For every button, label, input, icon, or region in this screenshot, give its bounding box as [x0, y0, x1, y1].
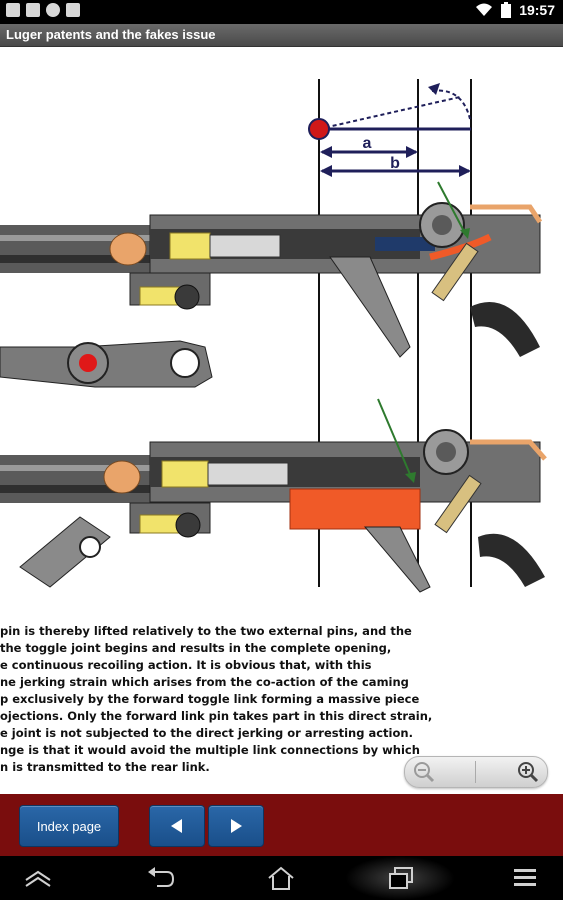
- text-line: n is transmitted to the rear link.: [0, 760, 210, 774]
- edit-icon: [26, 3, 40, 17]
- battery-icon: [501, 2, 512, 18]
- system-navigation-bar: [0, 856, 563, 900]
- app-title-bar: Luger patents and the fakes issue: [0, 24, 563, 47]
- label-a: a: [363, 135, 372, 152]
- notification-icons: [6, 3, 80, 17]
- toggle-link-piece: [0, 340, 213, 388]
- zoom-divider: [475, 761, 476, 783]
- lower-pistol: [0, 429, 547, 593]
- menu-icon: [514, 869, 536, 886]
- document-page[interactable]: a b: [0, 47, 563, 793]
- next-page-button[interactable]: [208, 805, 264, 847]
- zoom-in-icon: [518, 762, 539, 783]
- index-page-button[interactable]: Index page: [19, 805, 119, 847]
- menu-button[interactable]: [505, 864, 545, 892]
- recent-apps-icon: [389, 867, 413, 889]
- green-arrow-upper: [437, 181, 467, 236]
- mechanism-diagram: a b: [0, 79, 547, 593]
- zoom-in-button[interactable]: [513, 760, 543, 784]
- text-line: ne jerking strain which arises from the …: [0, 675, 409, 689]
- upper-pistol: [0, 202, 543, 358]
- text-line: p exclusively by the forward toggle link…: [0, 692, 420, 706]
- previous-page-button[interactable]: [149, 805, 205, 847]
- zoom-out-button[interactable]: [409, 760, 439, 784]
- zoom-out-icon: [414, 762, 435, 783]
- page-navigation-bar: Index page: [0, 794, 563, 856]
- wifi-icon: [476, 3, 493, 16]
- home-up-icon: [25, 870, 51, 887]
- text-line: nge is that it would avoid the multiple …: [0, 743, 420, 757]
- zoom-control: [404, 756, 548, 788]
- cat-icon: [46, 3, 60, 17]
- label-b: b: [390, 155, 400, 172]
- green-arrow-lower: [377, 398, 413, 480]
- home-button[interactable]: [261, 864, 301, 892]
- text-line: ojections. Only the forward link pin tak…: [0, 709, 433, 723]
- text-line: the toggle joint begins and results in t…: [0, 641, 392, 655]
- curved-arrow: [431, 89, 471, 120]
- triangle-left-icon: [171, 819, 182, 833]
- curved-arrow-head: [428, 83, 440, 95]
- triangle-right-icon: [231, 819, 242, 833]
- back-button[interactable]: [140, 864, 180, 892]
- red-pin: [308, 118, 330, 140]
- system-status: 19:57: [475, 2, 555, 18]
- status-bar: 19:57: [0, 0, 563, 24]
- back-icon: [148, 867, 175, 887]
- text-line: e continuous recoiling action. It is obv…: [0, 658, 372, 672]
- checkbox-icon: [66, 3, 80, 17]
- page-title: Luger patents and the fakes issue: [6, 27, 216, 42]
- text-line: pin is thereby lifted relatively to the …: [0, 624, 412, 638]
- home-icon: [268, 866, 294, 890]
- image-icon: [6, 3, 20, 17]
- body-text: pin is thereby lifted relatively to the …: [0, 623, 448, 776]
- clock: 19:57: [519, 2, 555, 18]
- dashed-path: [318, 96, 461, 130]
- home-up-button[interactable]: [18, 864, 58, 892]
- text-line: e joint is not subjected to the direct j…: [0, 726, 413, 740]
- recent-apps-button[interactable]: [381, 864, 421, 892]
